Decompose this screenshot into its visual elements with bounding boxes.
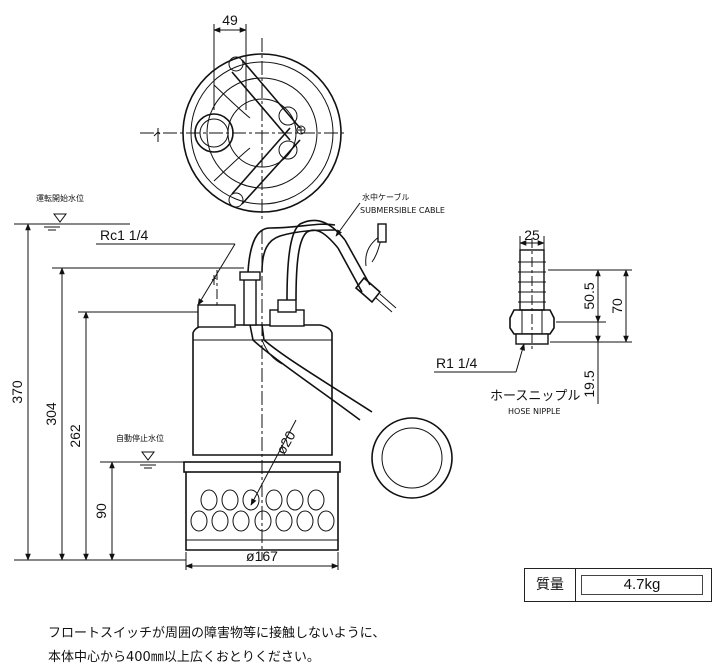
weight-table: 質量 4.7kg: [524, 568, 712, 602]
dim-top-width: 49: [222, 12, 238, 28]
dim-nipple-upper: 50.5: [581, 282, 597, 309]
nipple-label-en: HOSE NIPPLE: [508, 407, 561, 416]
weight-value: 4.7kg: [581, 575, 703, 595]
nipple-thread-label: R1 1/4: [436, 355, 477, 371]
dim-nipple-lower: 19.5: [581, 370, 597, 397]
pump-dimensions: Rc1 1/4 370 304 262 90 ø20 ø167 水中ケーブル S…: [9, 192, 445, 570]
note-line-2: 本体中心から400㎜以上広くおとりください。: [48, 650, 320, 665]
dim-body-height: 262: [67, 424, 83, 448]
dim-stop-height: 90: [93, 503, 109, 519]
pump-side-view: [183, 219, 453, 560]
dim-outlet-height: 304: [43, 402, 59, 426]
dim-total-height: 370: [9, 380, 25, 404]
weight-label: 質量: [525, 569, 576, 601]
top-view: 49: [140, 12, 345, 220]
dim-base-diameter: ø167: [246, 548, 278, 564]
start-level-label: 運転開始水位: [36, 193, 84, 203]
dim-nipple-total: 70: [609, 298, 625, 314]
hose-nipple: 25 50.5 70 19.5 R1 1/4 ホースニップル HOSE NIPP…: [434, 227, 632, 416]
outlet-thread-label: Rc1 1/4: [100, 227, 148, 243]
nipple-label-jp: ホースニップル: [490, 389, 580, 404]
stop-level-label: 自動停止水位: [116, 433, 164, 443]
dim-float-diameter: ø20: [273, 428, 299, 457]
cable-label-en: SUBMERSIBLE CABLE: [360, 206, 445, 215]
cable-label-jp: 水中ケーブル: [362, 192, 410, 202]
note-line-1: フロートスイッチが周囲の障害物等に接触しないように、: [48, 626, 386, 641]
dim-nipple-width: 25: [524, 227, 540, 243]
